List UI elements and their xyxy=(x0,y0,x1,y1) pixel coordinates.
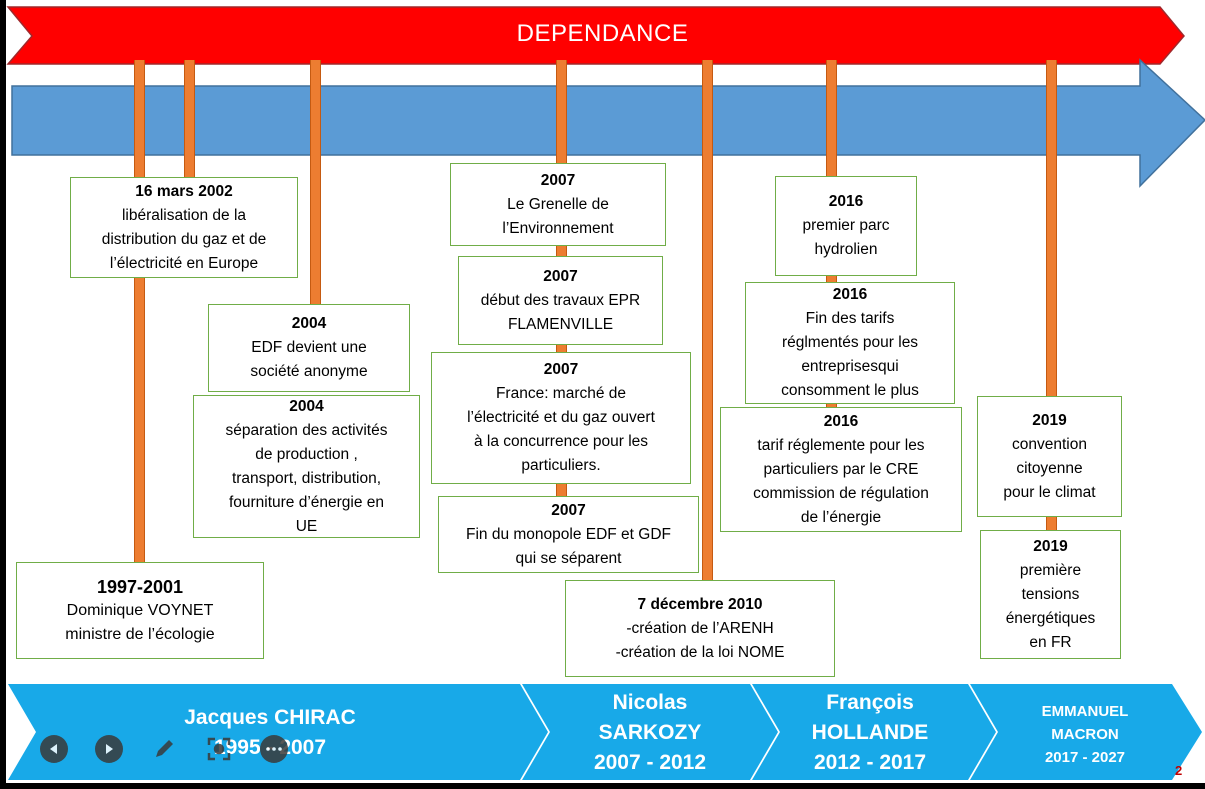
zoom-icon[interactable] xyxy=(205,735,233,768)
event-date: 2019 xyxy=(1033,537,1068,555)
event-date: 16 mars 2002 xyxy=(135,182,233,200)
slide-number: 2 xyxy=(1175,763,1183,778)
event-box-2007-epr: 2007 début des travaux EPR FLAMENVILLE xyxy=(458,256,663,345)
event-date: 2016 xyxy=(828,193,864,210)
event-description: convention citoyenne pour le climat xyxy=(1003,435,1096,501)
event-description: Fin du monopole EDF et GDF qui se sépare… xyxy=(465,525,672,567)
event-box-1997-voynet: 1997-2001 Dominique VOYNET ministre de l… xyxy=(16,562,264,659)
pillar-2010 xyxy=(702,60,713,580)
president-label-macron: EMMANUEL MACRON 2017 - 2027 xyxy=(1041,703,1129,766)
event-box-2019-tensions: 2019 première tensions énergétiques en F… xyxy=(980,530,1121,659)
event-box-2016-hydrolien: 2016 premier parc hydrolien xyxy=(775,176,917,276)
event-description: Fin des tarifs réglmentés pour les entre… xyxy=(781,310,919,399)
president-label-hollande: François HOLLANDE 2012 - 2017 xyxy=(811,691,929,774)
event-description: début des travaux EPR FLAMENVILLE xyxy=(480,291,641,333)
event-date: 2007 xyxy=(551,501,586,519)
pillar-1997 xyxy=(134,60,145,564)
event-date: 2007 xyxy=(540,171,576,189)
frame-bottom-border xyxy=(0,783,1205,789)
event-box-2004-edf-sa: 2004 EDF devient une société anonyme xyxy=(208,304,410,392)
event-description: libéralisation de la distribution du gaz… xyxy=(101,206,267,272)
event-box-2007-monopole: 2007 Fin du monopole EDF et GDF qui se s… xyxy=(438,496,699,573)
play-icon[interactable] xyxy=(95,735,123,763)
event-date: 2019 xyxy=(1032,411,1067,429)
event-date: 2007 xyxy=(543,267,578,285)
president-label-sarkozy: Nicolas SARKOZY 2007 - 2012 xyxy=(593,691,707,774)
event-description: première tensions énergétiques en FR xyxy=(1005,561,1096,651)
event-date: 2004 xyxy=(289,397,324,415)
event-box-2002-liberalisation: 16 mars 2002 libéralisation de la distri… xyxy=(70,177,298,278)
event-box-2004-separation: 2004 séparation des activités de product… xyxy=(193,395,420,538)
pillar-2002 xyxy=(184,60,195,180)
event-box-2010-arenh: 7 décembre 2010 -création de l’ARENH -cr… xyxy=(565,580,835,677)
event-description: EDF devient une société anonyme xyxy=(250,339,368,380)
event-description: premier parc hydrolien xyxy=(802,217,890,258)
event-date: 2004 xyxy=(291,315,327,332)
event-box-2007-marche: 2007 France: marché de l’électricité et … xyxy=(431,352,691,484)
pillar-2019 xyxy=(1046,60,1057,540)
event-description: séparation des activités de production ,… xyxy=(225,421,388,535)
event-box-2016-tarifs-entreprises: 2016 Fin des tarifs réglmentés pour les … xyxy=(745,282,955,404)
event-description: Dominique VOYNET ministre de l’écologie xyxy=(65,601,215,643)
frame-left-border xyxy=(0,0,6,789)
event-description: France: marché de l’électricité et du ga… xyxy=(467,385,655,474)
event-description: -création de l’ARENH -création de la loi… xyxy=(615,619,785,661)
event-box-2016-tarif-cre: 2016 tarif réglemente pour les particuli… xyxy=(720,407,962,532)
pen-icon[interactable] xyxy=(150,735,178,768)
event-date: 2007 xyxy=(543,361,579,378)
event-date: 7 décembre 2010 xyxy=(637,595,763,613)
dependance-label: DEPENDANCE xyxy=(516,20,689,47)
pillar-2004 xyxy=(310,60,321,310)
event-date: 2016 xyxy=(823,412,859,430)
event-date: 1997-2001 xyxy=(96,576,184,597)
event-date: 2016 xyxy=(832,286,868,303)
event-box-2007-grenelle: 2007 Le Grenelle de l’Environnement xyxy=(450,163,666,246)
more-icon[interactable] xyxy=(260,735,288,763)
event-box-2019-convention: 2019 convention citoyenne pour le climat xyxy=(977,396,1122,517)
event-description: Le Grenelle de l’Environnement xyxy=(502,195,614,237)
event-description: tarif réglemente pour les particuliers p… xyxy=(753,436,929,526)
previous-icon[interactable] xyxy=(40,735,68,763)
